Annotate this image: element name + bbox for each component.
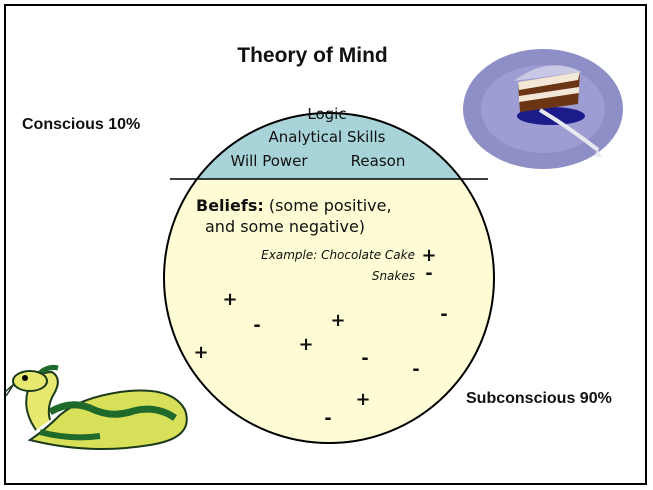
belief-sign: -: [324, 408, 331, 429]
conscious-item-reason: Reason: [351, 152, 406, 170]
belief-sign: +: [330, 310, 345, 331]
cake-icon: [463, 49, 623, 169]
belief-signs: +-+-++--+-: [193, 289, 447, 429]
beliefs-heading-line: Beliefs: (some positive,: [196, 196, 392, 215]
conscious-label: Conscious 10%: [22, 116, 141, 133]
belief-sign: +: [298, 334, 313, 355]
diagram-title: Theory of Mind: [237, 44, 388, 67]
belief-sign: -: [361, 348, 368, 369]
subconscious-label: Subconscious 90%: [466, 390, 612, 407]
beliefs-heading: Beliefs:: [196, 196, 264, 215]
example-text: Example: Chocolate Cake: [261, 248, 415, 262]
conscious-item-willpower: Will Power: [230, 152, 308, 170]
beliefs-line2: and some negative): [205, 217, 365, 236]
subconscious-region: [164, 113, 494, 443]
mind-circle: [163, 112, 495, 444]
conscious-item-logic: Logic: [307, 105, 346, 123]
belief-sign: +: [222, 289, 237, 310]
circle-outline: [163, 112, 495, 444]
belief-sign: -: [440, 304, 447, 325]
snakes-text: Snakes: [372, 269, 415, 283]
belief-sign: +: [193, 342, 208, 363]
belief-sign: -: [412, 359, 419, 380]
beliefs-heading-rest: (some positive,: [264, 196, 392, 215]
snake-icon: [4, 364, 188, 450]
example-sign: +: [421, 245, 436, 266]
belief-sign: +: [355, 389, 370, 410]
conscious-item-analytical: Analytical Skills: [269, 128, 386, 146]
belief-sign: -: [253, 315, 260, 336]
snakes-sign: -: [425, 263, 432, 284]
